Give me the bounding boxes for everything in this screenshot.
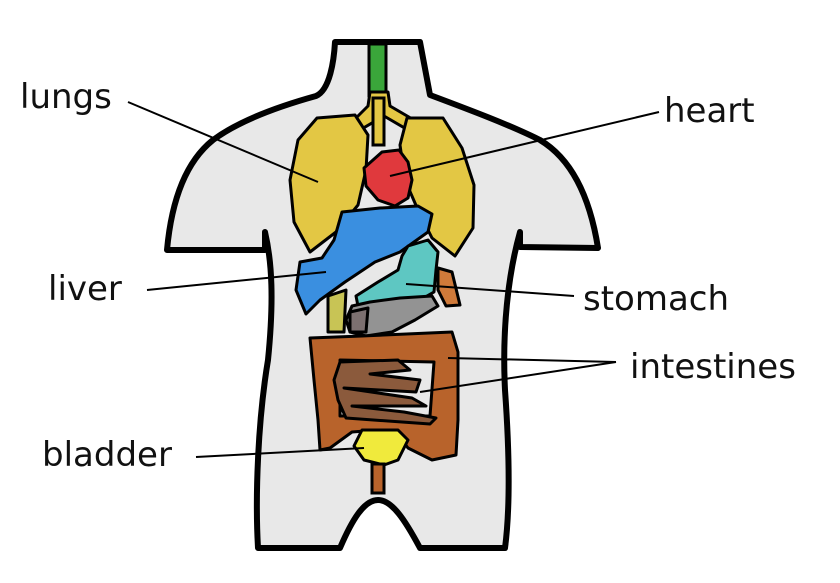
leader-lungs	[127, 101, 319, 183]
leader-stomach	[405, 283, 575, 297]
label-bladder: bladder	[42, 435, 172, 475]
gallbladder	[326, 288, 348, 334]
label-liver: liver	[48, 269, 122, 309]
trachea	[367, 42, 388, 100]
leader-intestines-2	[419, 361, 617, 393]
label-lungs: lungs	[20, 77, 112, 117]
leader-bladder	[195, 447, 365, 458]
urethra	[370, 462, 386, 495]
leader-intestines-1	[447, 357, 617, 363]
small-intestine	[332, 358, 438, 426]
liver	[294, 204, 434, 316]
duodenum-dark	[348, 306, 370, 334]
label-heart: heart	[664, 91, 755, 131]
leader-liver	[146, 271, 327, 291]
leader-lines	[127, 101, 660, 458]
label-stomach: stomach	[583, 279, 730, 319]
heart	[362, 148, 414, 208]
trachea-lower	[371, 96, 386, 147]
label-intestines: intestines	[630, 347, 796, 387]
leader-heart	[389, 111, 660, 177]
